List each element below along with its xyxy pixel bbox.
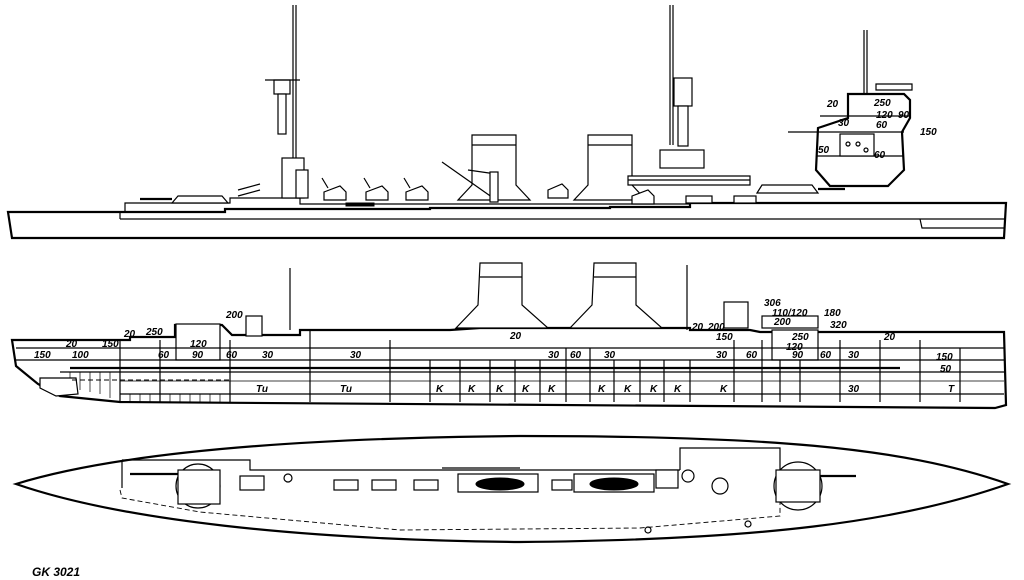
profile-label-120: 120 bbox=[190, 339, 207, 350]
profile-label-180: 180 bbox=[824, 308, 841, 319]
profile-label-306: 306 bbox=[764, 298, 781, 309]
section-armor-label-60: 60 bbox=[876, 120, 888, 131]
profile-label-150b: 150 bbox=[102, 339, 119, 350]
compartment-label-k: K bbox=[624, 384, 632, 395]
profile-label-50: 50 bbox=[940, 364, 952, 375]
section-armor-label-250: 250 bbox=[873, 98, 891, 109]
profile-label-30d: 30 bbox=[604, 350, 616, 361]
profile-label-200b: 200 bbox=[707, 322, 725, 333]
profile-label-20: 20 bbox=[65, 339, 78, 350]
section-armor-label-150: 150 bbox=[920, 127, 937, 138]
compartment-label-k: K bbox=[598, 384, 606, 395]
compartment-label-k: K bbox=[674, 384, 682, 395]
profile-label-60: 60 bbox=[158, 350, 170, 361]
secondary-guns-group bbox=[237, 177, 655, 205]
profile-label-120b: 120 bbox=[786, 342, 803, 353]
armor-profile-view: 150 20 100 150 20 250 200 120 60 90 60 3… bbox=[10, 262, 1008, 410]
compartment-label-k: K bbox=[650, 384, 658, 395]
profile-label-30c: 30 bbox=[548, 350, 560, 361]
profile-label-20d: 20 bbox=[691, 322, 704, 333]
compartment-label-k: K bbox=[436, 384, 444, 395]
profile-label-60b: 60 bbox=[226, 350, 238, 361]
profile-label-320: 320 bbox=[830, 320, 847, 331]
profile-label-150: 150 bbox=[34, 350, 51, 361]
deck-plan-view bbox=[12, 434, 1012, 544]
profile-label-250b: 250 bbox=[791, 332, 809, 343]
profile-label-30b: 30 bbox=[350, 350, 362, 361]
compartment-label-k: K bbox=[548, 384, 556, 395]
compartment-label-tu: Tu bbox=[256, 384, 268, 395]
profile-label-100: 100 bbox=[72, 350, 89, 361]
drawing-code-label: GK 3021 bbox=[32, 565, 80, 579]
profile-label-200c: 200 bbox=[773, 317, 791, 328]
compartment-label-k: K bbox=[522, 384, 530, 395]
profile-label-20c: 20 bbox=[509, 331, 522, 342]
profile-label-200: 200 bbox=[225, 310, 243, 321]
section-armor-label-50: 50 bbox=[818, 145, 830, 156]
compartment-label-k: K bbox=[720, 384, 728, 395]
profile-label-30f: 30 bbox=[848, 350, 860, 361]
side-elevation-view bbox=[6, 5, 1008, 240]
compartment-label-tu: Tu bbox=[340, 384, 352, 395]
profile-label-30e: 30 bbox=[716, 350, 728, 361]
section-armor-label-90: 90 bbox=[898, 110, 910, 121]
section-armor-label-60b: 60 bbox=[874, 150, 886, 161]
section-armor-label-30: 30 bbox=[838, 118, 850, 129]
profile-label-20b: 20 bbox=[123, 329, 136, 340]
profile-label-20e: 20 bbox=[883, 332, 896, 343]
profile-label-60d: 60 bbox=[746, 350, 758, 361]
profile-label-110-120: 110/120 bbox=[772, 308, 808, 319]
profile-label-30g: 30 bbox=[848, 384, 860, 395]
compartment-label-t: T bbox=[948, 384, 955, 395]
section-armor-label-120: 120 bbox=[876, 110, 893, 121]
profile-label-90: 90 bbox=[192, 350, 204, 361]
profile-bulkheads bbox=[119, 330, 961, 402]
compartment-label-k: K bbox=[496, 384, 504, 395]
profile-label-30: 30 bbox=[262, 350, 274, 361]
compartment-label-k: K bbox=[468, 384, 476, 395]
cross-section-view: 20 250 120 90 60 30 150 50 60 bbox=[788, 30, 937, 188]
section-armor-label-20: 20 bbox=[826, 99, 839, 110]
profile-label-60e: 60 bbox=[820, 350, 832, 361]
profile-label-250: 250 bbox=[145, 327, 163, 338]
profile-label-150c: 150 bbox=[716, 332, 733, 343]
profile-label-60c: 60 bbox=[570, 350, 582, 361]
profile-label-150d: 150 bbox=[936, 352, 953, 363]
profile-label-90b: 90 bbox=[792, 350, 804, 361]
